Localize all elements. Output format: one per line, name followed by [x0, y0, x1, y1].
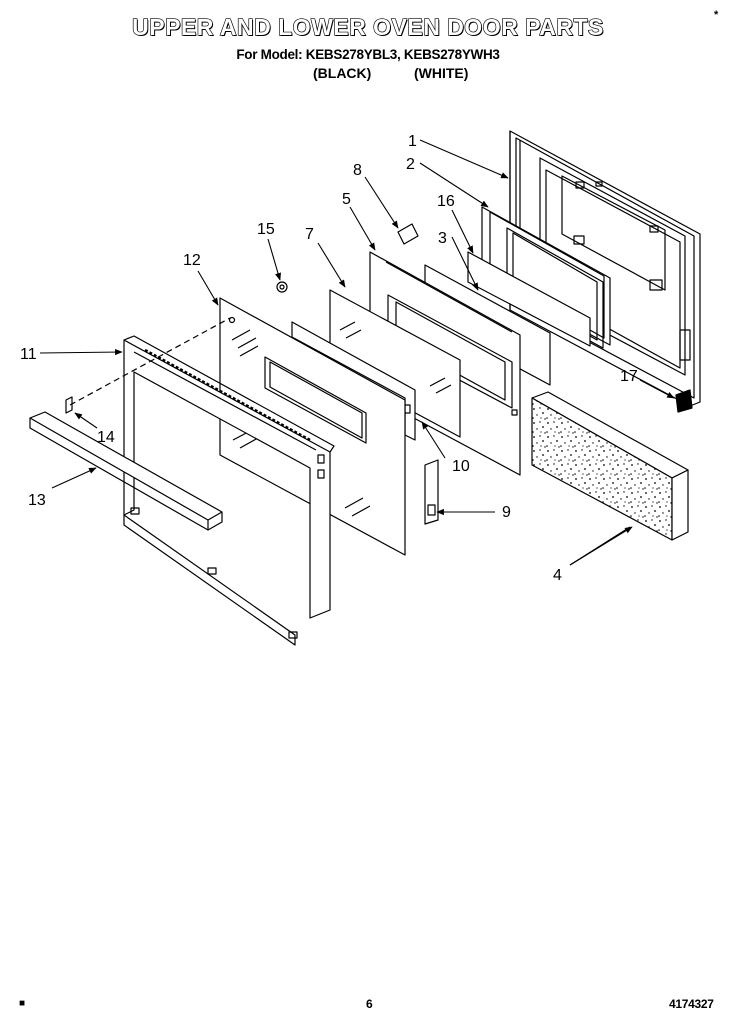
callout-1: 1: [408, 133, 417, 150]
callout-4: 4: [553, 567, 562, 584]
document-number: 4174327: [669, 997, 714, 1011]
part-bracket: [424, 459, 439, 525]
page-title: UPPER AND LOWER OVEN DOOR PARTS: [131, 13, 604, 40]
part-washer: [276, 281, 288, 293]
page-number: 6: [366, 997, 373, 1011]
part-bumper: [675, 389, 693, 413]
part-small-clip: [65, 396, 73, 414]
callout-15: 15: [257, 221, 275, 238]
part-inner-panel: [467, 251, 591, 347]
callout-16: 16: [437, 193, 455, 210]
callout-9: 9: [502, 504, 511, 521]
callout-7: 7: [305, 226, 314, 243]
part-glass-inner: [329, 289, 461, 438]
corner-mark-top-right: *: [714, 9, 719, 21]
color-label-white: (WHITE): [414, 65, 469, 81]
callout-17: 17: [620, 368, 638, 385]
callout-2: 2: [406, 156, 415, 173]
callout-10: 10: [452, 458, 470, 475]
callout-8: 8: [353, 162, 362, 179]
callout-3: 3: [438, 230, 447, 247]
callout-11: 11: [20, 346, 37, 363]
part-hinge-clip: [397, 223, 419, 245]
model-numbers: For Model: KEBS278YBL3, KEBS278YWH3: [236, 47, 500, 62]
callout-12: 12: [183, 252, 201, 269]
assembly-line: [69, 317, 231, 406]
part-handle-bar: [29, 411, 223, 531]
callout-13: 13: [28, 492, 46, 509]
callout-14: 14: [97, 429, 115, 446]
corner-mark-bottom-left: ■: [19, 998, 26, 1009]
callout-5: 5: [342, 191, 351, 208]
leader-lines: [39, 139, 675, 566]
color-label-black: (BLACK): [313, 65, 372, 81]
part-door-trim: [123, 335, 335, 646]
part-insulation: [531, 391, 689, 541]
